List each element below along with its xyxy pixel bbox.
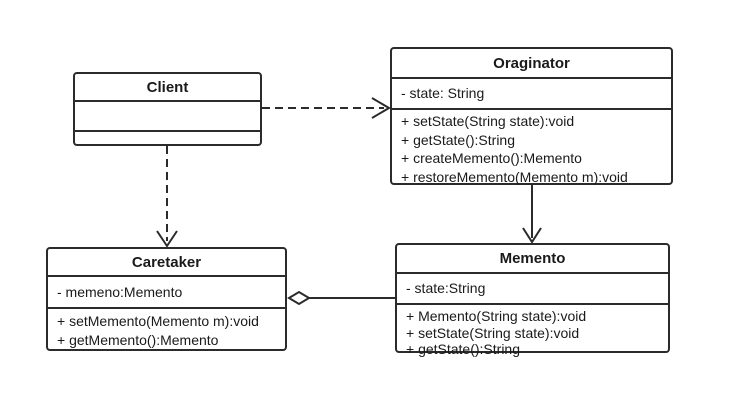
- attribute-line: - state:String: [406, 280, 486, 297]
- class-client-methods: [75, 132, 260, 144]
- method-line: + setState(String state):void: [401, 113, 575, 129]
- method-line: + setState(String state):void: [406, 324, 580, 341]
- class-caretaker-attributes: - memeno:Memento: [48, 277, 285, 309]
- class-client-attributes: [75, 102, 260, 132]
- method-line: + getState():String: [406, 341, 521, 357]
- class-memento-methods: + Memento(String state):void + setState(…: [397, 305, 668, 358]
- class-originator-methods: + setState(String state):void + getState…: [392, 110, 671, 186]
- connector-client-caretaker-dependency: [156, 146, 178, 248]
- method-line: + restoreMemento(Memento m):void: [401, 168, 628, 185]
- method-line: + createMemento():Memento: [401, 150, 582, 166]
- class-caretaker-name: Caretaker: [48, 249, 285, 277]
- attribute-line: - state: String: [401, 85, 485, 102]
- class-originator[interactable]: Oraginator - state: String + setState(St…: [390, 47, 673, 185]
- class-caretaker-methods: + setMemento(Memento m):void + getMement…: [48, 309, 285, 350]
- class-originator-name: Oraginator: [392, 49, 671, 79]
- method-line: + Memento(String state):void: [406, 308, 587, 324]
- class-client[interactable]: Client: [73, 72, 262, 146]
- attribute-line: - memeno:Memento: [57, 283, 183, 300]
- connector-originator-memento-association: [522, 185, 542, 244]
- class-caretaker[interactable]: Caretaker - memeno:Memento + setMemento(…: [46, 247, 287, 351]
- method-line: + getState():String: [401, 131, 516, 148]
- class-memento[interactable]: Memento - state:String + Memento(String …: [395, 243, 670, 357]
- method-line: + getMemento():Memento: [57, 332, 219, 348]
- class-originator-attributes: - state: String: [392, 79, 671, 110]
- connector-memento-caretaker-aggregation: [287, 290, 395, 306]
- class-memento-attributes: - state:String: [397, 274, 668, 305]
- class-client-name: Client: [75, 74, 260, 102]
- method-line: + setMemento(Memento m):void: [57, 313, 259, 329]
- connector-client-originator-dependency: [262, 97, 391, 119]
- class-memento-name: Memento: [397, 245, 668, 274]
